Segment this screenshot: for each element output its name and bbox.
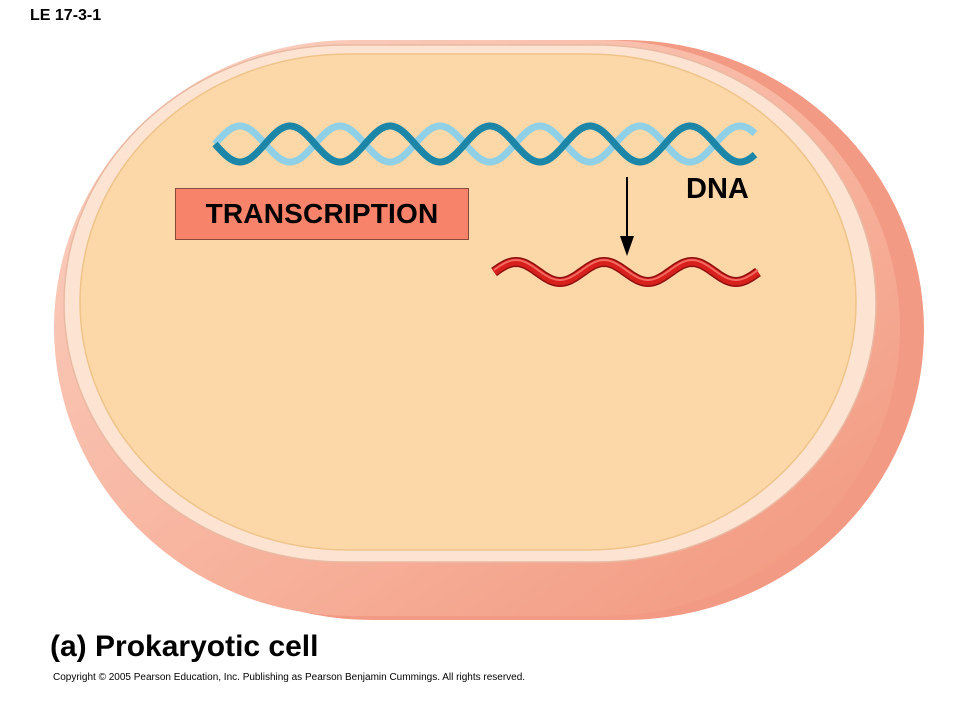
figure-caption: (a) Prokaryotic cell [50,630,318,664]
copyright-notice: Copyright © 2005 Pearson Education, Inc.… [53,672,526,683]
dna-strand-coding [212,122,758,166]
caption-part: (a) [50,630,87,663]
dna-label: DNA [686,173,749,205]
transcription-label-box: TRANSCRIPTION [175,188,469,240]
dna-double-helix [212,122,758,166]
arrow-head [620,236,634,256]
mrna-ribbon [491,258,761,286]
transcription-arrow [620,177,634,256]
mrna-highlight [493,258,759,282]
mrna-strand [491,256,761,288]
cytoplasm [79,53,857,551]
figure-label: LE 17-3-1 [30,7,102,24]
caption-title: Prokaryotic cell [95,630,319,663]
